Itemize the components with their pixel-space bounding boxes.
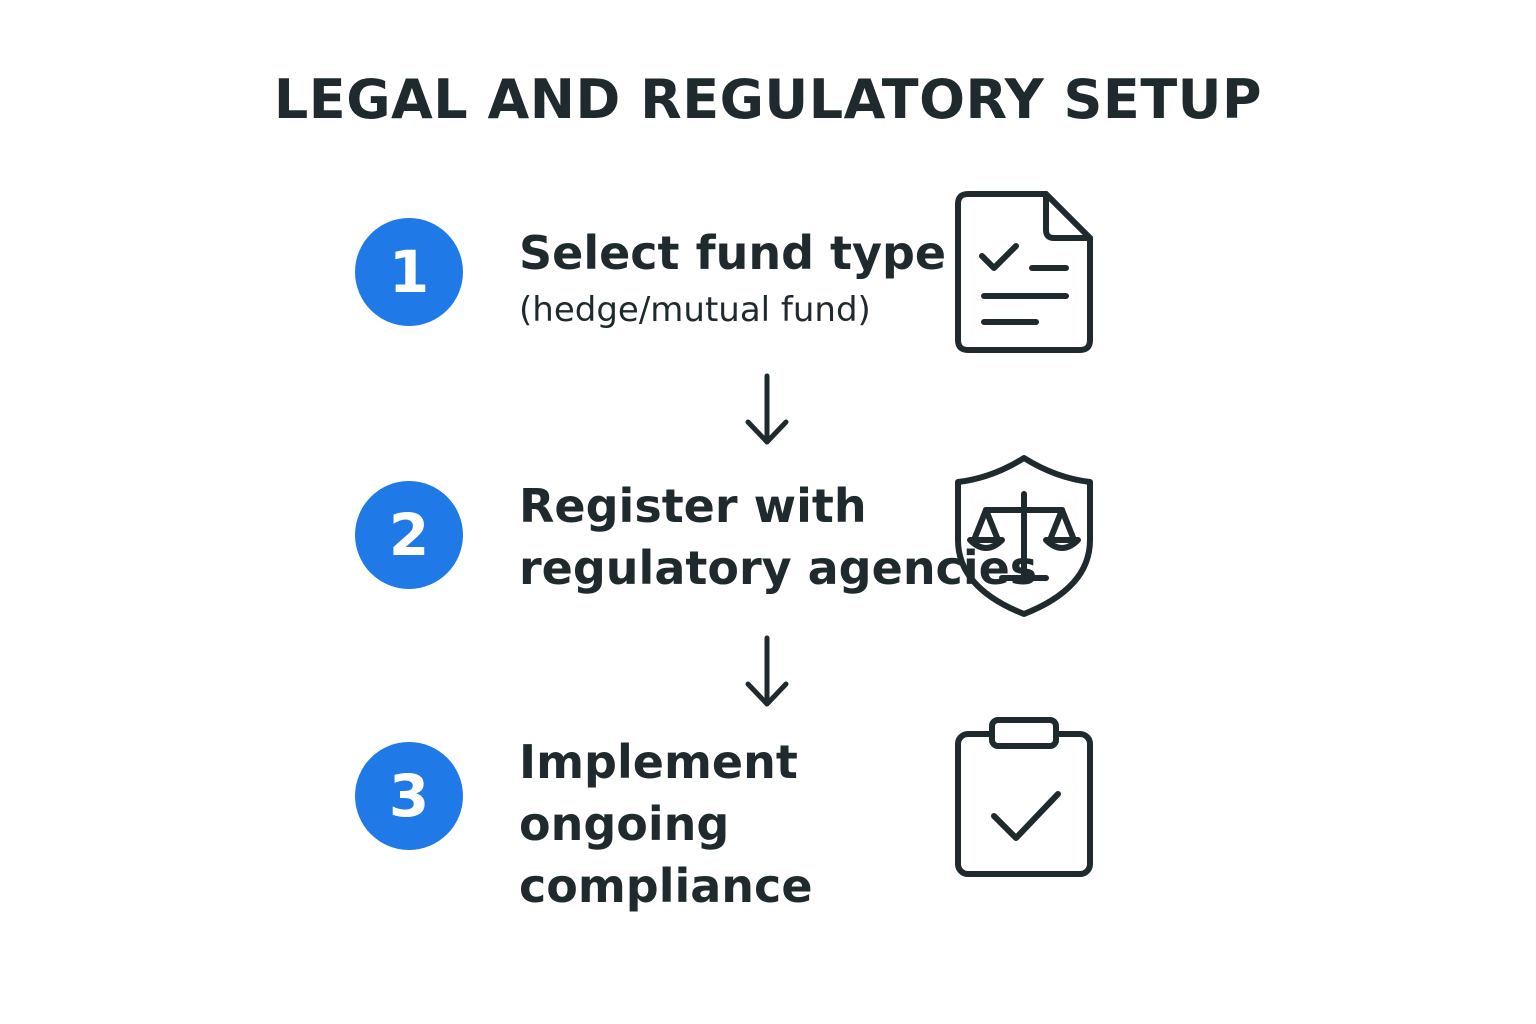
down-arrow-icon (745, 373, 789, 445)
shield-scales-icon (948, 452, 1100, 620)
step-2-number-badge: 2 (355, 481, 463, 589)
down-arrow-icon (745, 635, 789, 707)
clipboard-check-icon (948, 712, 1100, 882)
step-1-text: Select fund type (hedge/mutual fund) (519, 222, 946, 334)
step-1-number-badge: 1 (355, 218, 463, 326)
step-2-text: Register with regulatory agencies (519, 475, 1037, 599)
step-3-text: Implement ongoing compliance (519, 731, 813, 917)
step-1-label: Select fund type (519, 226, 947, 280)
step-3-number-badge: 3 (355, 742, 463, 850)
document-checklist-icon (948, 186, 1100, 358)
step-3-label: Implement ongoing compliance (519, 735, 813, 913)
step-2-label: Register with regulatory agencies (519, 479, 1038, 595)
page-title: LEGAL AND REGULATORY SETUP (273, 68, 1263, 131)
step-1-sublabel: (hedge/mutual fund) (519, 290, 871, 330)
